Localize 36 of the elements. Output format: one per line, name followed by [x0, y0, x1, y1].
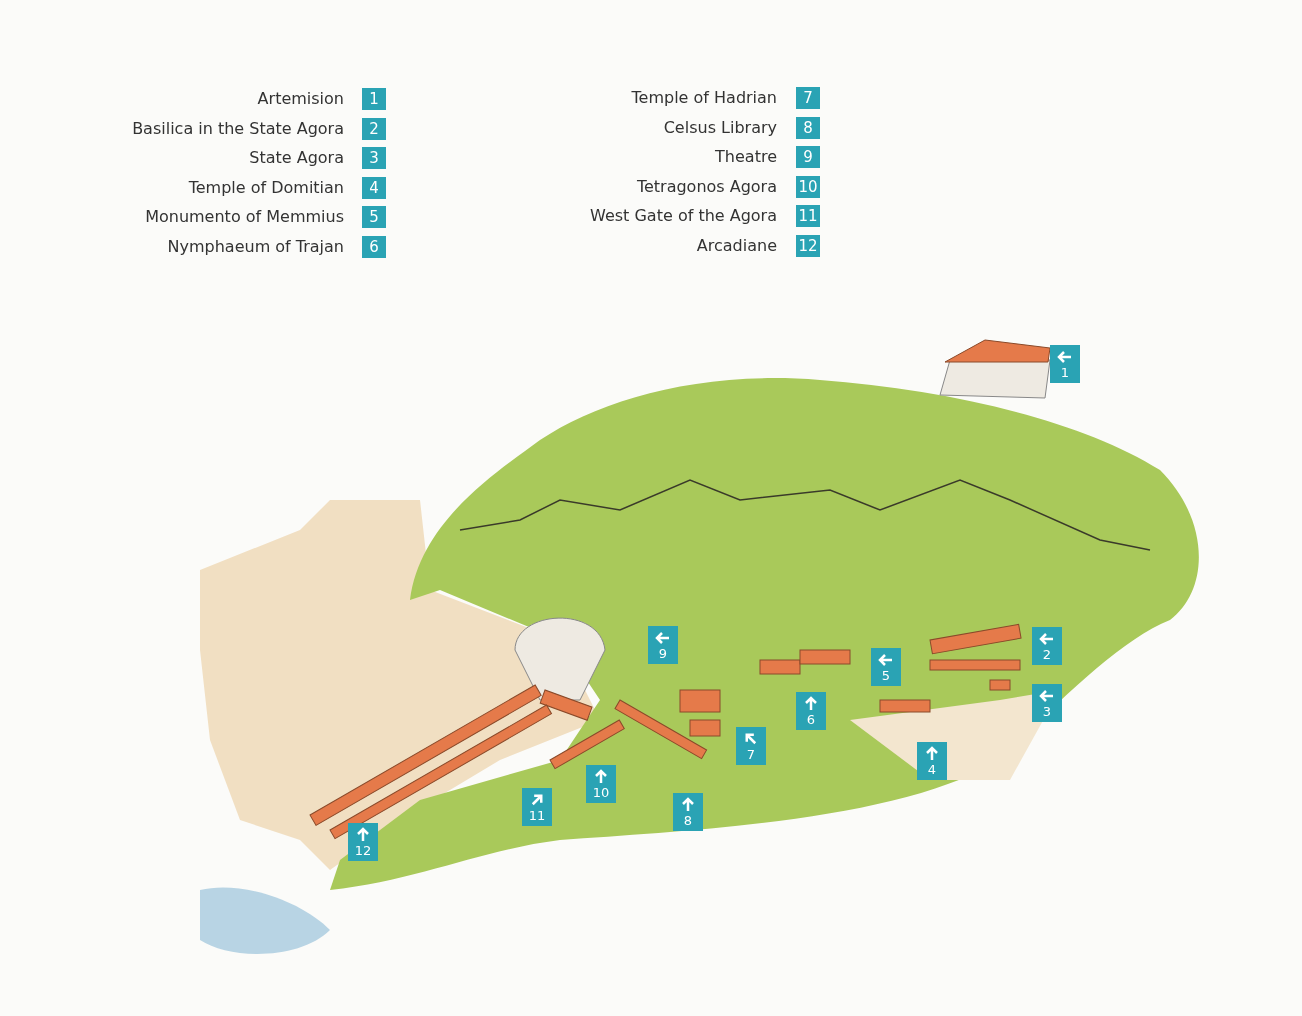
callout-number: 3 — [362, 147, 386, 169]
callout-number: 10 — [796, 175, 820, 198]
callout-number: 6 — [362, 235, 386, 258]
callout-number: 9 — [657, 646, 669, 662]
place-name: Arcadiane — [696, 235, 777, 256]
callout-number: 3 — [1041, 704, 1053, 720]
place-name: Celsus Library — [663, 117, 777, 138]
callout-number: 8 — [796, 116, 820, 139]
callout-number: 11 — [527, 808, 547, 824]
callout-number: 10 — [591, 785, 611, 801]
callout-number: 12 — [796, 234, 820, 257]
callout-number: 12 — [353, 843, 373, 859]
place-name: Artemision — [257, 89, 344, 109]
callout-number: 2 — [362, 117, 386, 140]
place-name: West Gate of the Agora — [590, 206, 777, 226]
callout-number: 5 — [880, 668, 892, 684]
callout-number: 4 — [926, 762, 938, 778]
callout-number: 7 — [796, 87, 820, 109]
callout-number: 2 — [1041, 647, 1053, 663]
callout-number: 11 — [796, 205, 820, 227]
callout-number: 1 — [1059, 365, 1071, 381]
place-name: Monumento of Memmius — [145, 207, 344, 227]
callout-number: 6 — [805, 712, 817, 728]
callout-number: 8 — [682, 813, 694, 829]
place-name: State Agora — [249, 148, 344, 168]
place-name: Temple of Domitian — [188, 177, 344, 198]
place-name: Basilica in the State Agora — [132, 118, 344, 139]
callout-number: 7 — [745, 747, 757, 763]
place-name: Theatre — [715, 147, 777, 167]
callout-number: 9 — [796, 146, 820, 168]
place-name: Tetragonos Agora — [636, 176, 777, 197]
callout-number: 4 — [362, 176, 386, 199]
callout-number: 1 — [362, 88, 386, 110]
place-name: Temple of Hadrian — [631, 88, 777, 108]
place-name: Nymphaeum of Trajan — [167, 236, 344, 257]
callout-number: 5 — [362, 206, 386, 228]
